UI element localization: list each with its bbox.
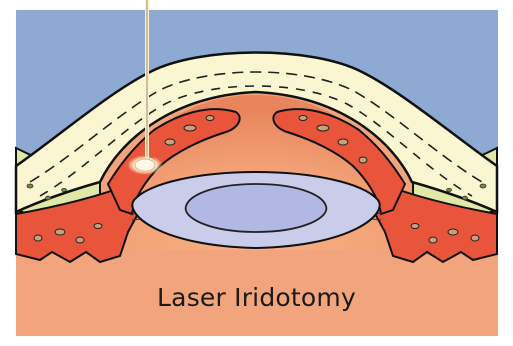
diagram-caption: Laser Iridotomy [0,283,513,312]
laser-spot [135,159,155,171]
lens-nucleus [186,184,327,232]
